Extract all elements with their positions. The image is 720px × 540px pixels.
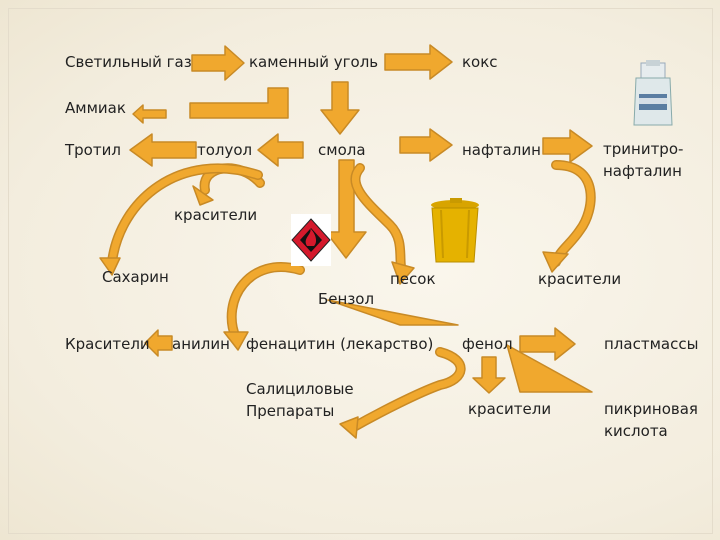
arrow-ammonia-small	[132, 104, 167, 124]
arrow-coal-ammonia	[189, 87, 289, 119]
bottle-icon	[633, 60, 673, 126]
arrow-toluene-trotyl	[129, 133, 197, 167]
label-ammonia: Аммиак	[65, 99, 126, 117]
arrow-phenol-dyes	[472, 356, 506, 394]
label-benzene: Бензол	[318, 290, 375, 308]
label-coke: кокс	[462, 53, 498, 71]
label-phenacetin: фенацитин (лекарство)	[246, 335, 434, 353]
arrow-coal-resin	[320, 81, 360, 135]
label-dyes-4: красители	[468, 400, 552, 418]
label-phenol: фенол	[462, 335, 513, 353]
label-dyes-2: красители	[538, 270, 622, 288]
label-toluene: толуол	[197, 141, 253, 159]
label-trotyl: Тротил	[65, 141, 121, 159]
yellow-bin-icon	[431, 198, 479, 263]
label-sand: песок	[390, 270, 436, 288]
arrow-resin-toluene	[257, 133, 304, 167]
label-aniline: анилин	[172, 335, 230, 353]
label-resin: смола	[318, 141, 366, 159]
curve-benzene-aniline	[226, 262, 305, 343]
arrow-aniline-dyes	[144, 329, 173, 357]
flammable-hazard-icon	[291, 214, 331, 266]
label-trinitronaphthalene: тринитро- нафталин	[603, 140, 684, 180]
label-plastics: пластмассы	[604, 335, 699, 353]
label-picric-acid: пикриновая кислота	[604, 400, 698, 440]
label-coal: каменный уголь	[249, 53, 379, 71]
label-dyes-1: красители	[174, 206, 258, 224]
label-lighting-gas: Светильный газ	[65, 53, 192, 71]
curve-resin-sand	[350, 163, 407, 277]
label-dyes-3: Красители	[65, 335, 150, 353]
arrow-coal-coke	[384, 44, 453, 80]
label-naphthalene: нафталин	[462, 141, 541, 159]
label-salicylic: Салициловые Препараты	[246, 380, 354, 420]
arrow-phenol-plastics	[519, 327, 576, 361]
arrow-gas-coal	[191, 45, 245, 81]
wedge-benzene-phenacetin	[327, 299, 459, 326]
arrow-naphthalene-trinitro	[542, 129, 593, 163]
label-saccharin: Сахарин	[102, 268, 169, 286]
slide-frame	[8, 8, 713, 534]
wedge-phenol-picric	[506, 344, 593, 393]
arrow-resin-naphthalene	[399, 128, 453, 162]
